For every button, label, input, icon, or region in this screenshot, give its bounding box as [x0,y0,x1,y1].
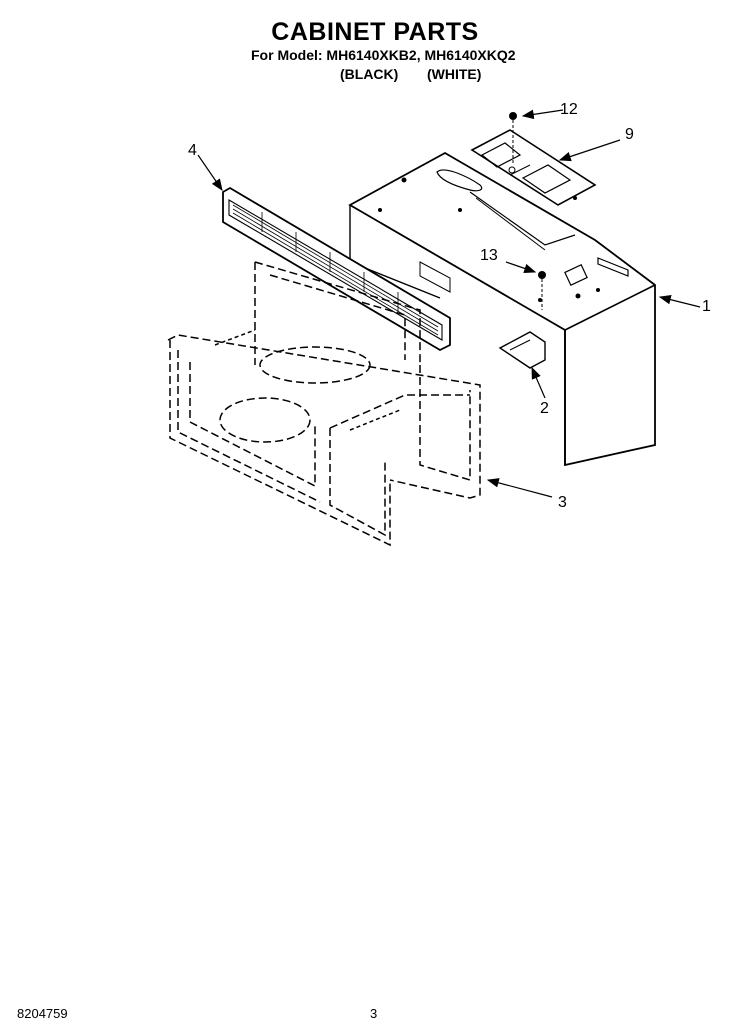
page-number: 3 [370,1006,378,1021]
callout-4: 4 [188,142,197,159]
frame-part-3 [167,261,481,547]
bracket-part-2 [498,331,546,369]
callout-1: 1 [702,298,711,315]
callout-13: 13 [480,247,498,264]
leader-9 [558,139,621,162]
leader-lines [197,109,701,498]
screw-part-12 [509,112,517,165]
leader-12 [521,109,564,120]
screw-part-13 [538,271,546,310]
leader-13 [505,261,537,274]
leader-3 [486,478,553,498]
leader-1 [658,294,701,308]
variant-white: (WHITE) [427,66,482,82]
model-line: For Model: MH6140XKB2, MH6140XKQ2 [251,47,516,63]
leader-4 [197,154,223,191]
vent-plate-part-9 [470,129,597,206]
page-title: CABINET PARTS [271,18,479,46]
leader-2 [531,366,546,399]
callout-2: 2 [540,400,549,417]
cabinet-wrapper-part-1 [348,151,656,467]
callout-3: 3 [558,494,567,511]
callout-12: 12 [560,101,578,118]
variant-black: (BLACK) [340,66,399,82]
callout-9: 9 [625,126,634,143]
grille-part-4 [222,186,451,352]
document-number: 8204759 [17,1006,68,1021]
